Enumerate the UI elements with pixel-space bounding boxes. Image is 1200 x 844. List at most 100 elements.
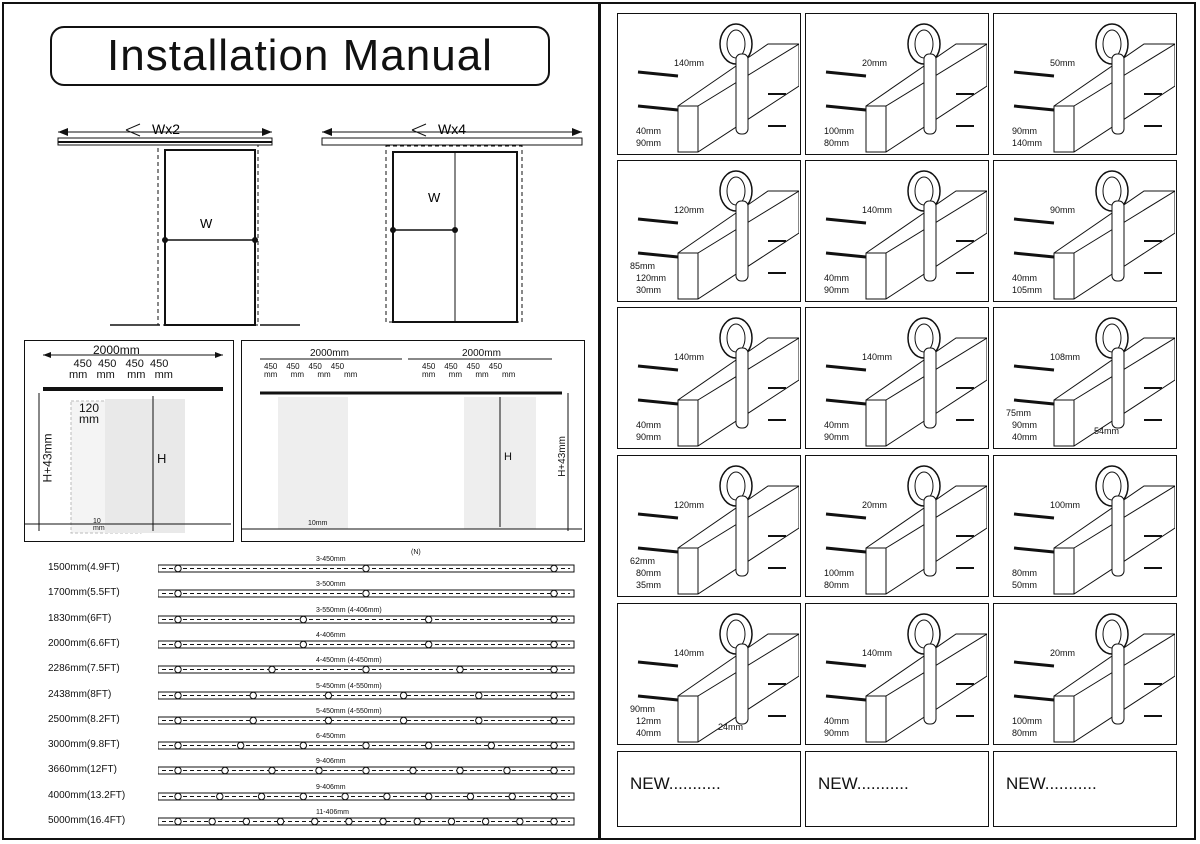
rail-bar — [158, 716, 575, 725]
rail-spacing-note: 6-450mm — [316, 733, 346, 741]
rail-size-label: 3660mm(12FT) — [48, 764, 117, 776]
rail-hole — [174, 590, 182, 598]
rail-hole — [345, 817, 353, 826]
dimension-label: 80mm — [636, 568, 662, 578]
dimension-label: 120mm — [674, 500, 705, 510]
rail-hole — [550, 792, 558, 800]
rail-bar — [158, 640, 575, 649]
dimension-label: 90mm — [824, 432, 850, 442]
rail-hole — [503, 767, 511, 775]
single-segments: 450 450 450 450 mm mm mm mm — [69, 358, 173, 381]
rail-hole — [424, 741, 433, 750]
rail-hole — [174, 817, 182, 826]
rail-hole — [550, 665, 558, 674]
dimension-label: 40mm — [1012, 432, 1038, 442]
rail-hole — [550, 691, 558, 699]
dimension-label: 90mm — [1012, 420, 1038, 430]
rail-spacing-note: 4-406mm — [316, 631, 346, 639]
dimension-label: 80mm — [1012, 568, 1038, 578]
rail-bar — [158, 766, 575, 775]
rail-size-label: 1830mm(6FT) — [48, 612, 112, 624]
hardware-drawing — [1013, 317, 1176, 447]
rail-bar — [158, 615, 575, 624]
nut-label: (N) — [411, 549, 421, 556]
rail-hole — [174, 741, 182, 750]
new-slot-label: NEW........... — [818, 774, 909, 793]
dimension-label: 90mm — [636, 138, 662, 148]
dimension-label: 80mm — [824, 138, 850, 148]
rail-hole — [174, 615, 182, 623]
hardware-drawing — [637, 23, 800, 153]
hardware-drawing — [637, 465, 800, 595]
dimension-label: 40mm — [1012, 273, 1038, 283]
hardware-drawing — [637, 317, 800, 447]
dimension-label: 90mm — [824, 728, 850, 738]
rail-hole — [424, 792, 433, 800]
rail-size-label: 1500mm(4.9FT) — [48, 562, 120, 573]
rail-hole — [399, 716, 408, 724]
dimension-label: 54mm — [1094, 426, 1120, 436]
single-door-diagram: Wx2 W — [57, 121, 300, 326]
dimension-label: 120mm — [674, 205, 705, 215]
hardware-drawing — [1013, 613, 1176, 743]
rail-spacing-note: 9-406mm — [316, 758, 346, 766]
rail-hole — [299, 615, 308, 623]
rail-hole — [174, 564, 182, 573]
rail-hole — [362, 767, 370, 775]
rail-size-label: 1700mm(5.5FT) — [48, 587, 120, 599]
rail-hole — [413, 817, 421, 826]
dimension-label: 40mm — [824, 420, 850, 430]
rail-spacing-note: 5-450mm (4-550mm) — [316, 707, 382, 715]
rail-spacing-note: 9-406mm — [316, 783, 346, 791]
rail-hole — [249, 716, 257, 724]
dimension-label: 140mm — [862, 648, 893, 658]
dimension-label: 40mm — [824, 273, 850, 283]
dimension-label: 140mm — [674, 648, 705, 658]
rail-hole — [383, 792, 391, 800]
dimension-label: 100mm — [1012, 716, 1043, 726]
single-height: H+43mm — [40, 433, 55, 483]
rail-size-label: 2500mm(8.2FT) — [48, 713, 120, 725]
rail-hole — [221, 767, 229, 775]
new-slot-label: NEW........... — [1006, 774, 1097, 793]
rail-size-label: 4000mm(13.2FT) — [48, 789, 126, 801]
double-total-right: 2000mm — [462, 348, 501, 359]
dimension-label: 40mm — [636, 728, 662, 738]
rail-hole — [174, 691, 182, 699]
dimension-label: 105mm — [1012, 285, 1043, 295]
hardware-drawing — [825, 613, 988, 743]
rail-spacing-note: 5-450mm (4-550mm) — [316, 682, 382, 690]
dimension-label: 24mm — [718, 722, 744, 732]
rail-hole — [174, 716, 182, 724]
rail-hole — [299, 792, 308, 800]
rail-hole — [550, 716, 558, 724]
rail-hole — [174, 640, 182, 649]
dimension-label: 20mm — [862, 500, 888, 510]
double-width-label: Wx4 — [438, 121, 466, 137]
rail-hole — [341, 792, 349, 800]
hardware-drawing — [825, 465, 988, 595]
hardware-drawing — [825, 23, 988, 153]
rail-hole — [362, 741, 370, 750]
rail-bar — [158, 589, 575, 598]
rail-size-label: 2000mm(6.6FT) — [48, 637, 120, 649]
new-slot: NEW........... — [617, 751, 801, 827]
double-total-left: 2000mm — [310, 348, 349, 359]
rail-hole — [456, 665, 464, 674]
new-slot: NEW........... — [805, 751, 989, 827]
dimension-label: 100mm — [1050, 500, 1081, 510]
rail-hole — [174, 792, 182, 800]
rail-hole — [516, 817, 524, 826]
